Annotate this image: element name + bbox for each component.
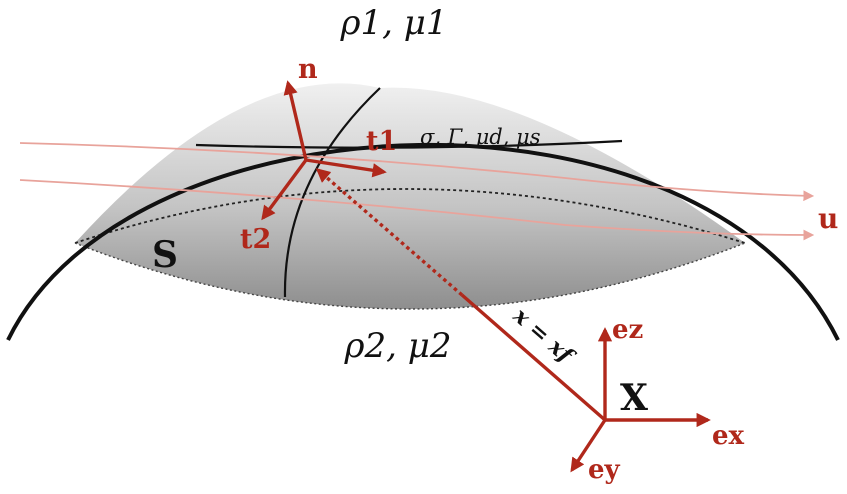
tangent1-arrow	[305, 158, 387, 178]
surface-label: S	[152, 234, 178, 276]
basis-y-arrow	[570, 419, 607, 473]
surface-line-horizontal	[195, 139, 623, 149]
streamline-upper	[19, 142, 815, 202]
velocity-label: u	[818, 202, 838, 235]
surface-properties-label: σ, Γ, μd, μs	[420, 125, 541, 149]
position-line-solid	[460, 293, 607, 422]
dome-outline	[6, 143, 840, 341]
streamline-lower	[19, 179, 815, 241]
surface-rim-front	[74, 242, 746, 310]
surface-line-vertical	[283, 87, 381, 298]
tangent2-label: t2	[240, 224, 271, 255]
basis-x-label: ex	[712, 421, 745, 451]
normal-label: n	[298, 54, 318, 85]
basis-z-label: ez	[612, 315, 643, 345]
frame-origin-label: X	[620, 377, 648, 419]
surface-rim-dotted	[74, 188, 746, 244]
position-label: x = xf	[507, 302, 580, 370]
normal-arrow	[283, 80, 308, 161]
surface-patch	[75, 83, 745, 309]
tangent2-arrow	[261, 158, 308, 221]
fluid-top-label: ρ1, μ1	[340, 3, 448, 43]
basis-y-label: ey	[588, 455, 621, 485]
tangent1-label: t1	[366, 126, 397, 157]
fluid-bottom-label: ρ2, μ2	[344, 326, 452, 366]
